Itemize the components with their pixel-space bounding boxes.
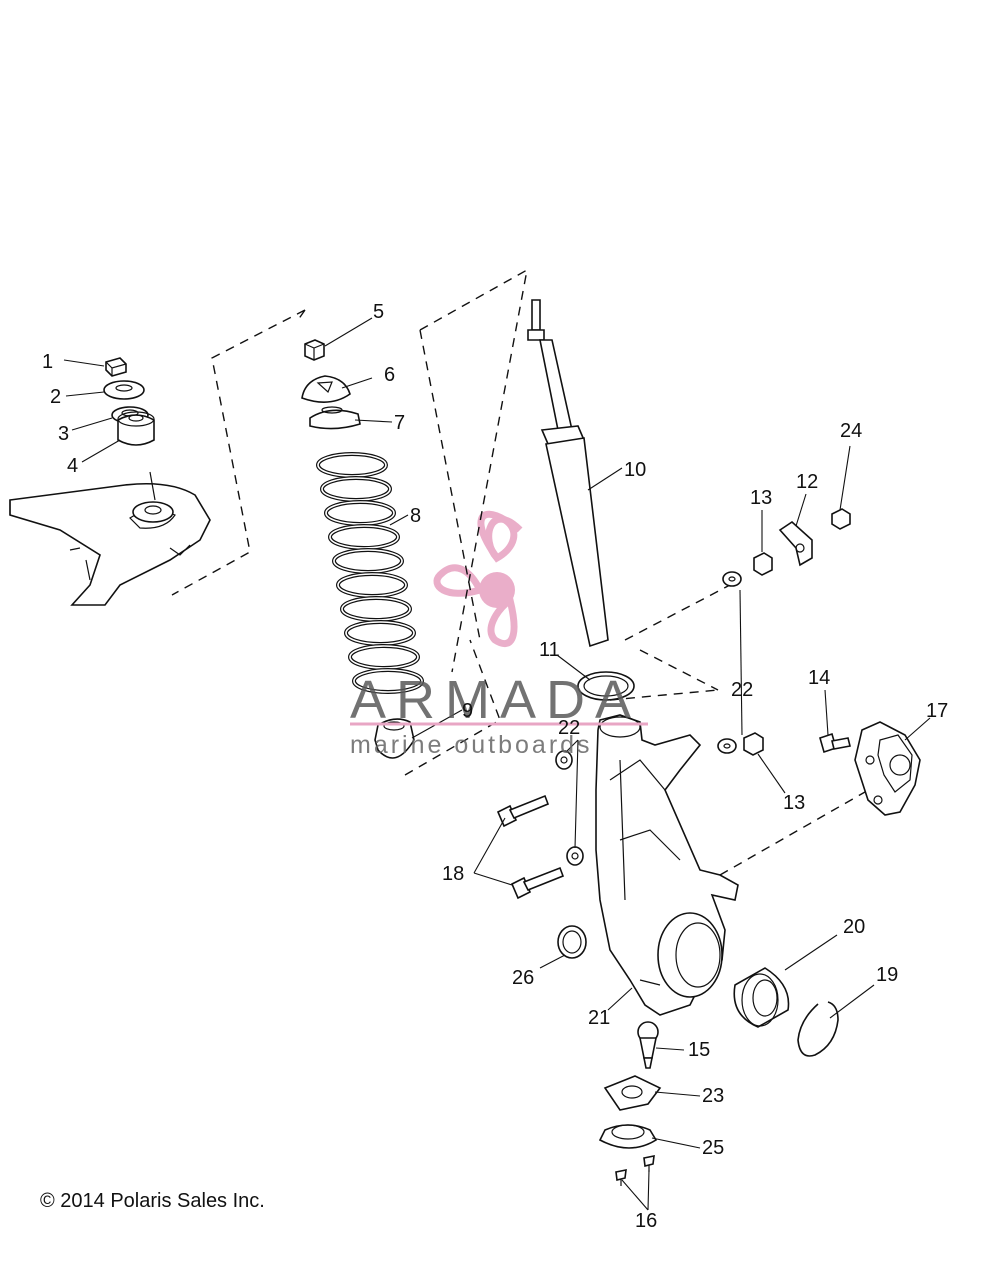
spring-coil-highlight [341,597,411,621]
callout-3: 3 [58,423,69,445]
callout-14: 14 [808,667,830,689]
callout-25: 25 [702,1137,724,1159]
callout-1: 1 [42,351,53,373]
copyright-text: © 2014 Polaris Sales Inc. [40,1190,265,1212]
part-26-o-ring [557,925,587,959]
part-9-bump-stop [374,718,415,759]
part-13-nut-lower [743,732,764,756]
callout-22b: 22 [731,679,753,701]
part-11-ring [577,671,635,701]
part-13-nut-upper [753,552,773,576]
leader-lines [63,317,931,1211]
watermark-subtitle: marine outboards [350,731,593,759]
callout-16: 16 [635,1210,657,1232]
spring-coil-highlight [345,621,415,645]
part-22-washer-right [717,738,737,754]
frame-bracket [9,471,211,606]
callout-13b: 13 [783,792,805,814]
group-box-caliper [719,791,866,876]
part-4-bushing [117,411,155,446]
callout-9: 9 [462,700,473,722]
spring-coil-highlight [329,525,399,549]
callout-8: 8 [410,505,421,527]
callout-26: 26 [512,967,534,989]
callout-7: 7 [394,412,405,434]
part-1-nut [105,357,127,377]
callout-5: 5 [373,301,384,323]
callout-17: 17 [926,700,948,722]
callout-10: 10 [624,459,646,481]
callout-13a: 13 [750,487,772,509]
spring-coil-highlight [349,645,419,669]
spring-coil-highlight [353,669,423,693]
part-12-clip [778,520,813,567]
callout-19: 19 [876,964,898,986]
spring-coil-highlight [321,477,391,501]
callout-22a: 22 [558,717,580,739]
group-box-spring [404,268,528,776]
part-25-seal [598,1124,658,1149]
part-2-washer [103,380,145,400]
callout-23: 23 [702,1085,724,1107]
spring-coil-highlight [325,501,395,525]
part-18-bolt-upper [496,794,550,828]
watermark-logo-icon [433,510,523,648]
callout-18: 18 [442,863,464,885]
spring-coil-highlight [333,549,403,573]
callout-15: 15 [688,1039,710,1061]
part-23-plate [603,1075,662,1111]
part-5-nut [304,339,325,361]
part-24-nut [831,508,851,530]
part-16-screws [615,1154,655,1186]
callout-11: 11 [539,639,560,661]
callout-24: 24 [840,420,862,442]
part-14-bolt [819,732,851,754]
group-box-shock-ext [609,584,731,701]
part-20-wheel-bearing [733,967,790,1028]
callout-12: 12 [796,471,818,493]
part-21-steering-knuckle [595,714,739,1016]
spring-coil-highlight [337,573,407,597]
group-box-left [171,309,306,596]
part-19-circlip [797,1001,839,1057]
callout-2: 2 [50,386,61,408]
part-7-spring-seat [309,406,361,430]
part-22-washer-upper [722,571,742,587]
part-15-ball-joint [637,1021,659,1069]
callout-4: 4 [67,455,78,477]
part-22-washer-left-lower [566,846,584,866]
callout-6: 6 [384,364,395,386]
spring-coil-highlight [317,453,387,477]
part-8-coil-spring [316,452,424,694]
callout-20: 20 [843,916,865,938]
part-10-shock-absorber [527,299,609,648]
part-18-bolt-lower [510,866,565,900]
callout-21: 21 [588,1007,610,1029]
part-6-upper-cup [301,375,351,403]
watermark-title: ARMADA [350,670,641,730]
part-17-brake-caliper [854,721,921,816]
part-22-washer-left-upper [555,750,573,770]
